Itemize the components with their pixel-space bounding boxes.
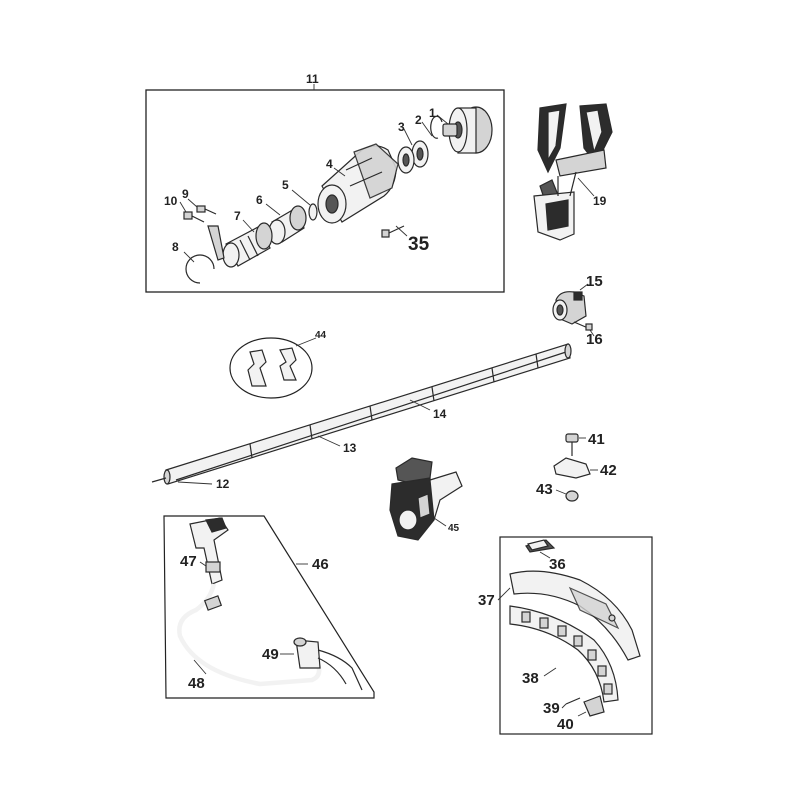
part-48-loop-handle[interactable] (177, 583, 322, 687)
label-part-40: 40 (557, 716, 574, 733)
label-part-13: 13 (343, 441, 357, 455)
label-part-4: 4 (326, 157, 333, 171)
label-part-38: 38 (522, 670, 539, 687)
part-1-clutch-drum[interactable] (442, 106, 493, 154)
label-part-1: 1 (429, 106, 436, 120)
label-part-16: 16 (586, 331, 603, 348)
part-41-bolt[interactable] (565, 433, 579, 456)
part-15-handle-clamp[interactable] (552, 291, 587, 325)
part-4-gear-housing[interactable] (317, 143, 399, 224)
label-part-2: 2 (415, 113, 422, 127)
part-38-guard-skirt[interactable] (509, 605, 619, 703)
handle-assembly-group: 46 47 48 49 (163, 515, 375, 699)
label-part-19: 19 (593, 194, 607, 208)
guard-box (499, 536, 653, 735)
label-part-7: 7 (234, 209, 241, 223)
part-36-clip[interactable] (525, 539, 556, 553)
label-part-15: 15 (586, 273, 603, 290)
label-part-3: 3 (398, 120, 405, 134)
part-42-bracket[interactable] (553, 457, 591, 479)
part-10-bolt[interactable] (183, 211, 205, 223)
part-8-snap-ring[interactable] (185, 254, 215, 284)
label-part-39: 39 (543, 700, 560, 717)
shaft-ribs (249, 353, 539, 459)
label-part-9: 9 (182, 187, 189, 201)
label-part-46: 46 (312, 556, 329, 573)
part-43-nut[interactable] (565, 490, 579, 502)
part-7-clamp-tube[interactable] (207, 222, 273, 268)
label-part-35: 35 (408, 234, 430, 255)
part-16-screw[interactable] (573, 321, 593, 331)
label-part-44: 44 (315, 330, 327, 341)
part-39-screw[interactable] (565, 697, 581, 705)
label-part-48: 48 (188, 675, 205, 692)
label-part-49: 49 (262, 646, 279, 663)
part-5-washer[interactable] (308, 203, 318, 221)
label-part-12: 12 (216, 477, 230, 491)
part-3-bearing[interactable] (397, 140, 429, 174)
gearhead-assembly-group: 11 1 2 3 4 5 6 7 8 9 10 35 (145, 72, 505, 293)
label-part-11: 11 (306, 72, 319, 86)
label-part-43: 43 (536, 481, 553, 498)
clips-ellipse (229, 337, 313, 399)
handle-group-outline (163, 515, 375, 699)
part-9-screw[interactable] (196, 205, 217, 215)
part-2-circlip[interactable] (430, 115, 443, 139)
gearhead-box (145, 89, 505, 293)
part-37-guard-shell[interactable] (509, 570, 641, 661)
part-44-clips[interactable] (229, 337, 313, 399)
label-part-10: 10 (164, 194, 178, 208)
label-part-14: 14 (433, 407, 447, 421)
part-6-sleeve[interactable] (268, 205, 307, 245)
part-49-grip-sleeve[interactable] (293, 637, 363, 691)
label-part-5: 5 (282, 178, 289, 192)
label-part-36: 36 (549, 556, 566, 573)
part-19-harness[interactable] (533, 103, 613, 241)
label-part-6: 6 (256, 193, 263, 207)
label-part-8: 8 (172, 240, 179, 254)
label-part-47: 47 (180, 553, 197, 570)
drive-shaft-assembly[interactable] (151, 343, 572, 485)
part-45-handle-holder[interactable] (389, 457, 463, 541)
guard-assembly-group: 36 37 38 39 40 (478, 536, 653, 735)
label-part-42: 42 (600, 462, 617, 479)
part-35-screw[interactable] (381, 225, 405, 238)
part-47-throttle-grip[interactable] (189, 517, 229, 585)
part-40-blade[interactable] (583, 695, 605, 717)
label-part-37: 37 (478, 592, 495, 609)
label-part-45: 45 (448, 523, 460, 534)
label-part-41: 41 (588, 431, 605, 448)
